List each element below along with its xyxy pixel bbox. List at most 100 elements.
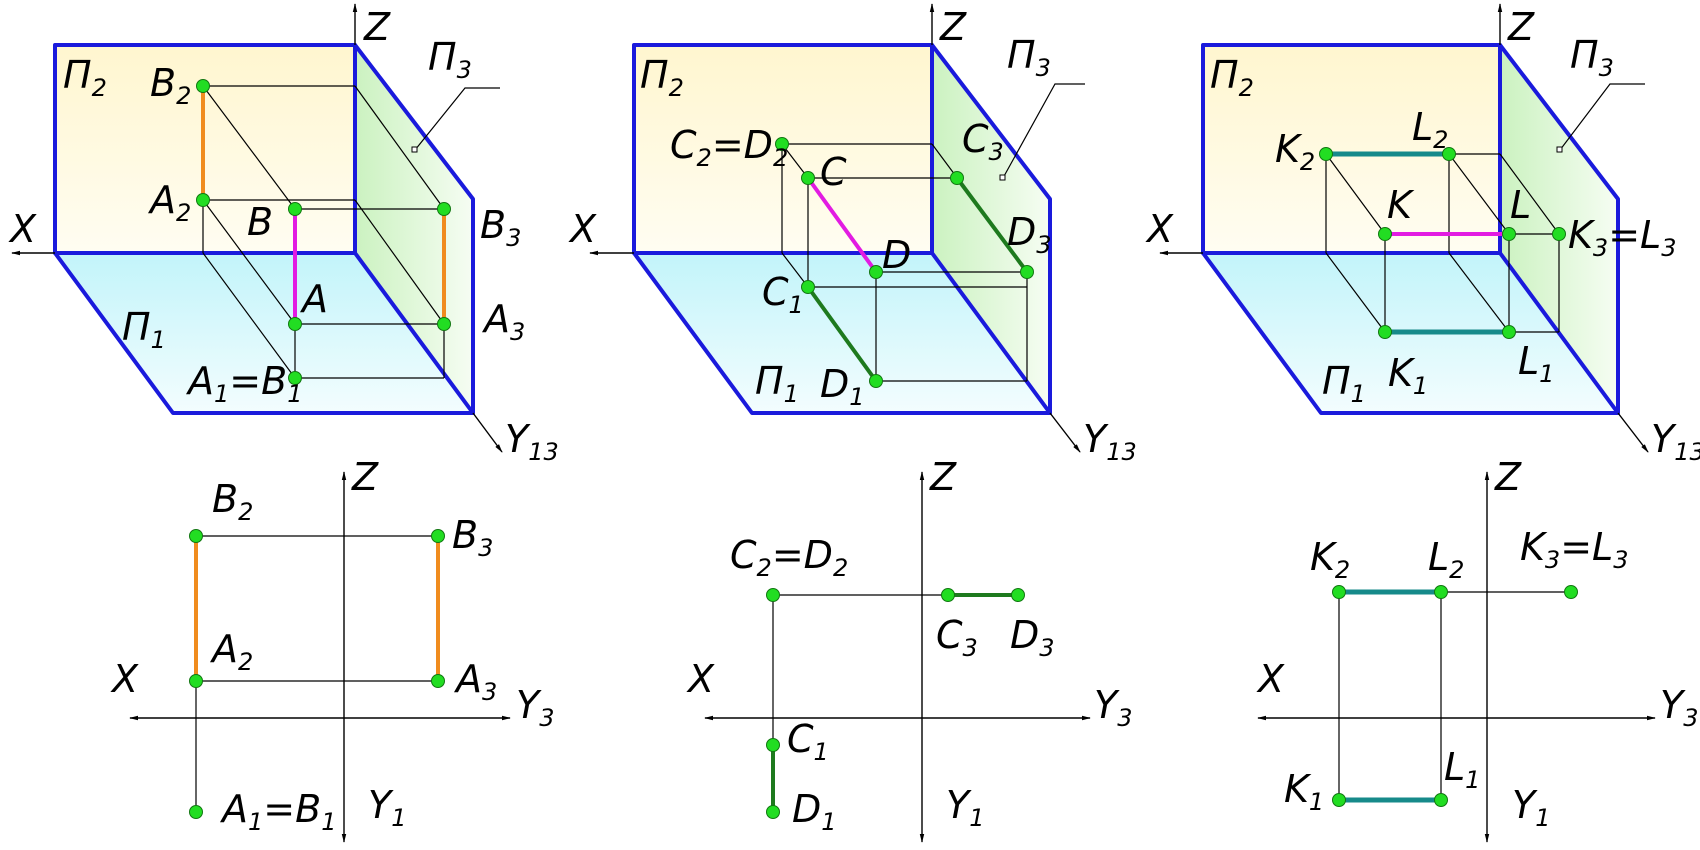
label-x: X: [686, 657, 715, 701]
label-x: X: [1256, 657, 1285, 701]
p3-leader: [1002, 83, 1085, 179]
label-z: Z: [363, 5, 391, 49]
plane-border-horizontal: [53, 251, 473, 415]
label-k3l3: K3=L3: [1520, 525, 1629, 574]
label-z: Z: [929, 455, 957, 499]
label-a1b1: A1=B1: [219, 787, 336, 836]
label-d1: D1: [792, 787, 837, 836]
label-d: D: [882, 233, 911, 277]
label-k1: K1: [1388, 351, 1428, 400]
point-a1b1: [189, 805, 203, 819]
label-c2d2: C2=D2: [730, 533, 848, 582]
point-a3: [437, 317, 451, 331]
label-p1: П1: [1322, 359, 1366, 408]
label-k: K: [1387, 183, 1415, 227]
label-b3: B3: [480, 203, 521, 252]
label-p1: П1: [122, 305, 166, 354]
label-c: C: [820, 150, 847, 194]
label-x: X: [8, 207, 37, 251]
label-c2d2: C2=D2: [670, 123, 788, 172]
panel-3-epure: X Z Y3 Y1 K2 L2 K3=L3 K1 L1: [1256, 455, 1699, 843]
label-z: Z: [939, 5, 967, 49]
p3-leader: [1559, 83, 1645, 151]
label-y3: Y3: [516, 683, 555, 732]
point-b2: [196, 79, 210, 93]
point-b3: [437, 202, 451, 216]
label-l2: L2: [1412, 105, 1448, 154]
label-d1: D1: [820, 362, 865, 411]
plane-border-profile: [1498, 43, 1620, 415]
point-c1: [766, 738, 780, 752]
point-l2: [1434, 585, 1448, 599]
label-a3: A3: [453, 657, 497, 706]
p3-marker: [999, 174, 1006, 181]
point-k1: [1332, 793, 1346, 807]
label-k2: K2: [1310, 535, 1350, 584]
plane-border-profile: [353, 43, 475, 415]
p3-marker: [411, 146, 418, 153]
segment-c1d1: [806, 285, 878, 383]
label-a1b1: A1=B1: [185, 359, 302, 408]
point-d1: [869, 374, 883, 388]
label-x: X: [1145, 207, 1174, 251]
label-k1: K1: [1284, 767, 1324, 816]
panel-1-isometric: П2 П1 П3 X Z Y13 B2 A2 B A B3 A3 A1=B1: [8, 3, 559, 466]
label-p1: П1: [755, 359, 799, 408]
construction-lines: [1325, 153, 1560, 333]
y-axis-arrow: [1049, 412, 1081, 453]
point-a: [288, 317, 302, 331]
label-l1: L1: [1444, 745, 1480, 794]
label-b: B: [247, 200, 273, 244]
label-l: L: [1510, 183, 1531, 227]
segment-cd: [806, 176, 878, 274]
panel-2-isometric: П2 П1 П3 X Z Y13 C2=D2 C D C1 D1 C3 D3: [568, 3, 1137, 466]
point-k2: [1319, 147, 1333, 161]
point-l1: [1502, 325, 1516, 339]
label-y13: Y13: [1651, 417, 1700, 466]
y-axis-arrow: [472, 412, 503, 453]
point-c3: [950, 171, 964, 185]
point-d1: [766, 805, 780, 819]
label-l2: L2: [1428, 535, 1464, 584]
y-axis-arrow: [1617, 412, 1649, 453]
frontal-plane-p2: [1203, 45, 1500, 253]
label-y1: Y1: [368, 783, 407, 832]
label-d3: D3: [1007, 210, 1052, 259]
label-k3l3: K3=L3: [1568, 213, 1677, 262]
point-b: [288, 202, 302, 216]
label-b2: B2: [212, 477, 253, 526]
label-c1: C1: [762, 270, 804, 319]
point-k: [1378, 227, 1392, 241]
p3-marker: [1556, 146, 1563, 153]
label-c3: C3: [962, 117, 1004, 166]
label-a: A: [299, 277, 328, 321]
profile-plane-p3: [932, 45, 1050, 413]
horizontal-plane-p1: [55, 253, 473, 413]
label-p3: П3: [1007, 33, 1051, 82]
label-x: X: [110, 657, 139, 701]
label-a2: A2: [209, 627, 253, 676]
point-a2: [189, 674, 203, 688]
point-k1: [1378, 325, 1392, 339]
label-y13: Y13: [505, 417, 559, 466]
label-y1: Y1: [1512, 783, 1551, 832]
p3-leader: [414, 87, 500, 151]
point-c2d2: [775, 137, 789, 151]
construction-lines: [772, 594, 948, 745]
label-x: X: [568, 207, 597, 251]
label-b3: B3: [452, 513, 493, 562]
point-k2: [1332, 585, 1346, 599]
point-l: [1502, 227, 1516, 241]
label-p2: П2: [640, 53, 684, 102]
panel-2-epure: X Z Y3 Y1 C2=D2 C3 D3 C1 D1: [686, 455, 1133, 843]
point-b3: [431, 529, 445, 543]
label-y1: Y1: [946, 783, 985, 832]
plane-border-profile: [930, 43, 1052, 415]
label-b2: B2: [150, 61, 191, 110]
point-d3: [1011, 588, 1025, 602]
point-d3: [1020, 265, 1034, 279]
panel-1-epure: X Z Y3 Y1 B2 B3 A2 A3 A1=B1: [110, 455, 555, 843]
point-c2d2: [766, 588, 780, 602]
construction-lines: [1338, 591, 1571, 800]
